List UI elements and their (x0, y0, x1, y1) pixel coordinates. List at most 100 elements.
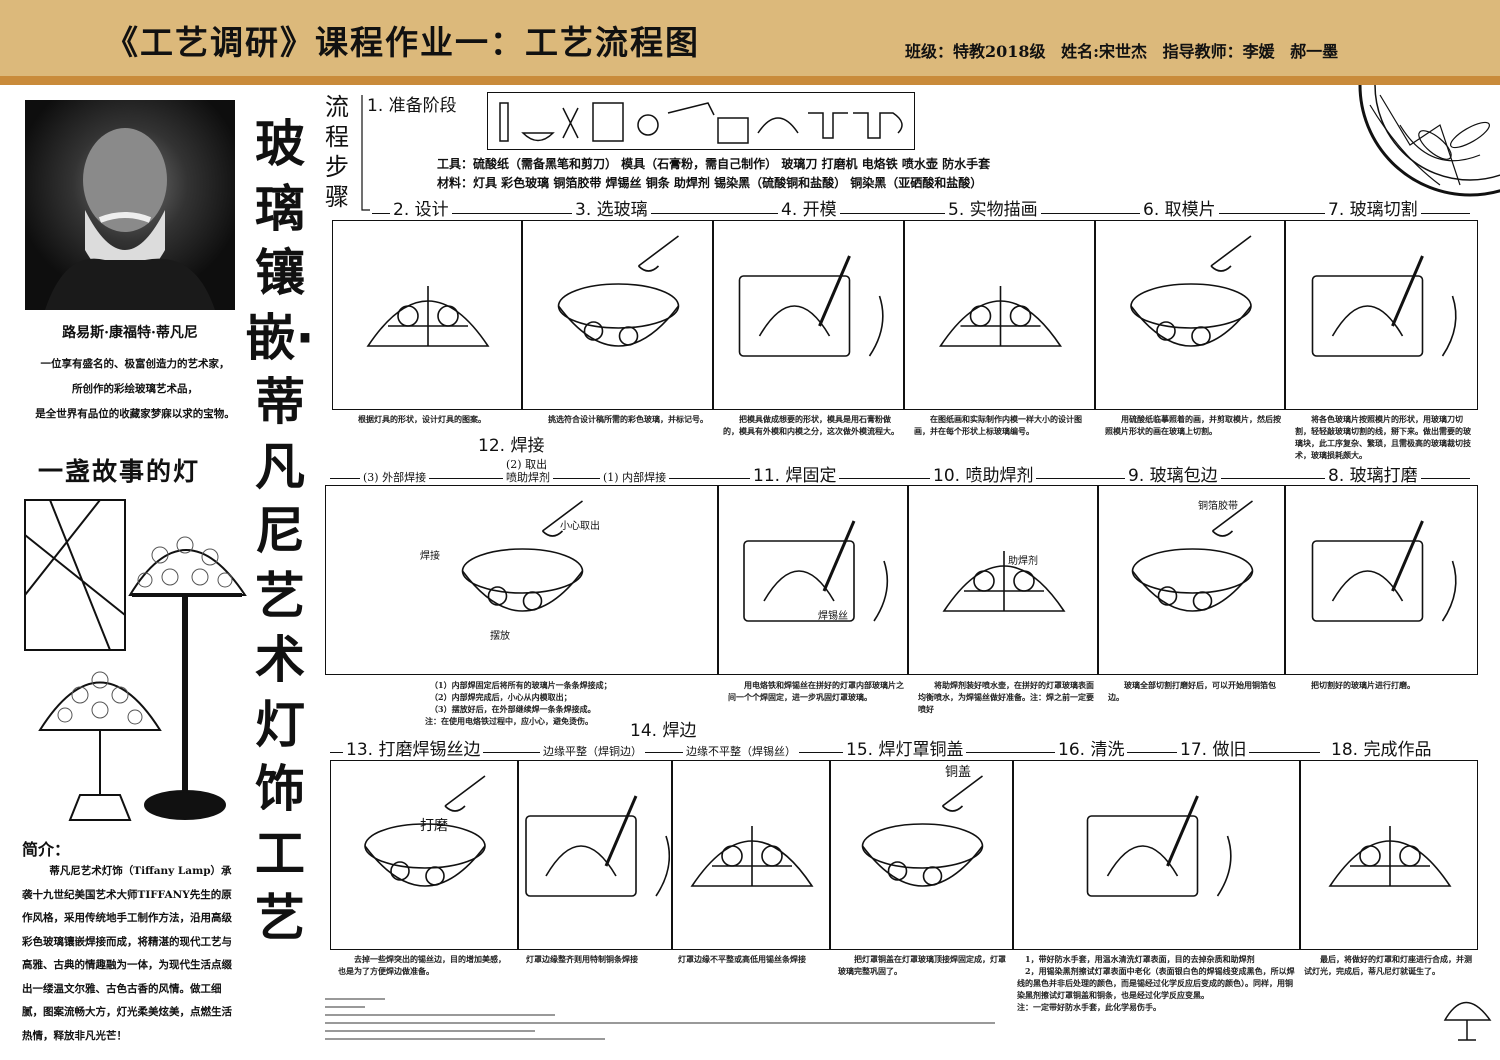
step-caption: 把模具做成想要的形状，模具是用石膏粉做的，模具有外模和内模之分，这次做外模流程大… (723, 414, 899, 436)
weld-edge-uneven-label: 边缘不平整（焊锡丝） (683, 745, 799, 758)
stained-glass-decoration (1358, 85, 1500, 197)
clean-aging-caption-line: 2，用锡染黑剂擦试灯罩表面中老化（表面银白色的焊锡线变成黑色，所以焊线的黑色并非… (1017, 966, 1295, 1000)
portrait-photo (25, 100, 235, 310)
sketch-illustration (461, 500, 584, 612)
sketch-illustration (1086, 795, 1232, 897)
step-label-9: 9. 玻璃包边 (1125, 466, 1221, 486)
sketch-illustration (557, 235, 680, 347)
step-panel (1300, 760, 1478, 950)
step-caption: 在图纸画和实际制作内模一样大小的设计图画，并在每个形状上标玻璃编号。 (914, 414, 1082, 436)
intro-heading: 简介： (22, 840, 71, 859)
step-caption: 挑选符合设计稿所需的彩色玻璃，并标记号。 (548, 414, 708, 424)
step-caption: 把灯罩铜盖在灯罩玻璃顶接焊固定成，灯罩玻璃完整巩固了。 (838, 954, 1006, 976)
vertical-title: 玻璃镶嵌·蒂凡尼艺术灯饰工艺 (245, 115, 315, 947)
step-caption: 用硫酸纸临摹照着的画，并剪取模片，然后按照模片形状的画在玻璃上切割。 (1105, 414, 1281, 436)
step-caption: 根据灯具的形状，设计灯具的图案。 (358, 414, 486, 424)
sketch-illustration (1311, 255, 1457, 357)
portrait-desc-line: 一位享有盛名的、极富创造力的艺术家， (40, 358, 230, 370)
step-caption: 将各色玻璃片按照模片的形状，用玻璃刀切割，轻轻敲玻璃切割的线，掰下来。做出需要的… (1295, 414, 1471, 460)
step-label-7: 7. 玻璃切割 (1325, 200, 1421, 220)
weld-caption: （1）内部焊固定后将所有的玻璃片一条条焊接成； （2）内部焊完成后，小心从内模取出… (425, 679, 715, 727)
step-panel (1013, 760, 1300, 950)
tools-sketch (499, 102, 903, 144)
sketch-annotation: 助焊剂 (1008, 556, 1038, 567)
weld-sub-1: (1) 内部焊接 (600, 471, 670, 484)
page-title: 《工艺调研》课程作业一：工艺流程图 (105, 23, 700, 62)
step-panel (330, 760, 518, 950)
sketch-illustration (738, 255, 884, 357)
step-label-13: 13. 打磨焊锡丝边 (343, 740, 484, 760)
sketch-illustration (939, 286, 1062, 347)
story-title: 一盏故事的灯 (38, 457, 201, 486)
flow-arrow (372, 213, 1470, 214)
sketch-annotation: 摆放 (490, 631, 510, 642)
sketch-annotation: 铜箔胶带 (1198, 501, 1238, 512)
step-label-2: 2. 设计 (390, 200, 452, 220)
portrait-name: 路易斯·康福特·蒂凡尼 (62, 325, 198, 341)
flow-steps-label: 流程步骤 (325, 93, 349, 211)
step-label-11: 11. 焊固定 (750, 466, 840, 486)
step-caption: 最后，将做好的灯罩和灯座进行合成，并测试灯光，完成后，蒂凡尼灯就诞生了。 (1304, 954, 1472, 976)
tools-list: 工具：硫酸纸（需备黑笔和剪刀） 模具（石膏粉，需自己制作） 玻璃刀 打磨机 电烙… (437, 157, 991, 171)
step-label-4: 4. 开模 (778, 200, 840, 220)
sketch-illustration (1328, 826, 1452, 887)
sketch-illustration (366, 286, 490, 347)
step-1-label: 1. 准备阶段 (367, 96, 457, 116)
step-caption: 把切割好的玻璃片进行打磨。 (1311, 680, 1415, 690)
step-panel (904, 220, 1095, 410)
step-label-5: 5. 实物描画 (945, 200, 1041, 220)
small-lamp-icon (1443, 1001, 1492, 1041)
weld-caption-line: （1）内部焊固定后将所有的玻璃片一条条焊接成； (430, 680, 612, 690)
step-label-15: 15. 焊灯罩铜盖 (843, 740, 967, 760)
step-caption: 将助焊剂装好喷水壶，在拼好的灯罩玻璃表面均衡喷水，为焊锡丝做好准备。注：焊之前一… (918, 680, 1094, 714)
weld-edge-flat-label: 边缘平整（焊铜边） (540, 745, 645, 758)
step-label-16: 16. 清洗 (1055, 740, 1128, 760)
step-label-6: 6. 取模片 (1140, 200, 1219, 220)
step-panel (1098, 485, 1285, 675)
step-panel (718, 485, 908, 675)
step-caption: 去掉一些焊突出的锡丝边，目的增加美感，也是为了方便焊边做准备。 (338, 954, 506, 976)
portrait-desc-line: 所创作的彩绘玻璃艺术品， (72, 383, 198, 395)
sketch-illustration (364, 775, 486, 887)
step-panel (908, 485, 1098, 675)
step-label-10: 10. 喷助焊剂 (930, 466, 1037, 486)
sketch-illustration (1131, 500, 1254, 612)
step-label-3: 3. 选玻璃 (572, 200, 651, 220)
author-info: 班级：特教2018级 姓名:宋世杰 指导教师：李媛 郝一墨 (905, 42, 1339, 61)
step-panel (713, 220, 904, 410)
sketch-illustration (690, 826, 814, 887)
step-label-12: 12. 焊接 (478, 436, 545, 456)
sketch-illustration (1130, 235, 1252, 347)
sketch-illustration (942, 551, 1066, 612)
footnotes-small-print (325, 998, 995, 1040)
step-panel (325, 485, 718, 675)
sketch-illustration (1311, 520, 1457, 622)
step-panel (1285, 220, 1478, 410)
step-caption: 灯罩边缘不平整或高低用锡丝条焊接 (678, 954, 806, 964)
step-panel (1095, 220, 1285, 410)
flow-arrow (330, 752, 1320, 753)
weld-caption-line: （2）内部焊完成后，小心从内模取出； (430, 692, 572, 702)
step-label-18: 18. 完成作品 (1328, 740, 1435, 760)
weld-caption-line: 注：在使用电烙铁过程中，应小心，避免烫伤。 (425, 716, 593, 726)
step-caption: 灯罩边缘整齐则用特制铜条焊接 (526, 954, 638, 964)
flow-bracket (361, 95, 370, 211)
tiffany-lamps-illustration (24, 499, 247, 821)
sketch-illustration (525, 795, 671, 897)
clean-aging-caption-line: 注：一定带好防水手套，此化学易伤手。 (1017, 1002, 1161, 1012)
step-panel (522, 220, 713, 410)
sketch-illustration (743, 520, 889, 622)
weld-sub-2: (2) 取出 喷助焊剂 (503, 458, 553, 484)
step-panel (1285, 485, 1478, 675)
step-label-8: 8. 玻璃打磨 (1325, 466, 1421, 486)
tools-illustration (487, 92, 915, 150)
header-stripe (0, 76, 1500, 85)
header-bar (0, 0, 1500, 76)
portrait-figure (45, 128, 215, 310)
sketch-annotation: 铜盖 (945, 765, 972, 780)
sketch-annotation: 焊接 (420, 551, 440, 562)
sketch-annotation: 小心取出 (560, 521, 600, 532)
step-label-17: 17. 做旧 (1177, 740, 1250, 760)
step-caption: 用电烙铁和焊锡丝在拼好的灯罩内部玻璃片之间一个个焊固定，进一步巩固灯罩玻璃。 (728, 680, 904, 702)
